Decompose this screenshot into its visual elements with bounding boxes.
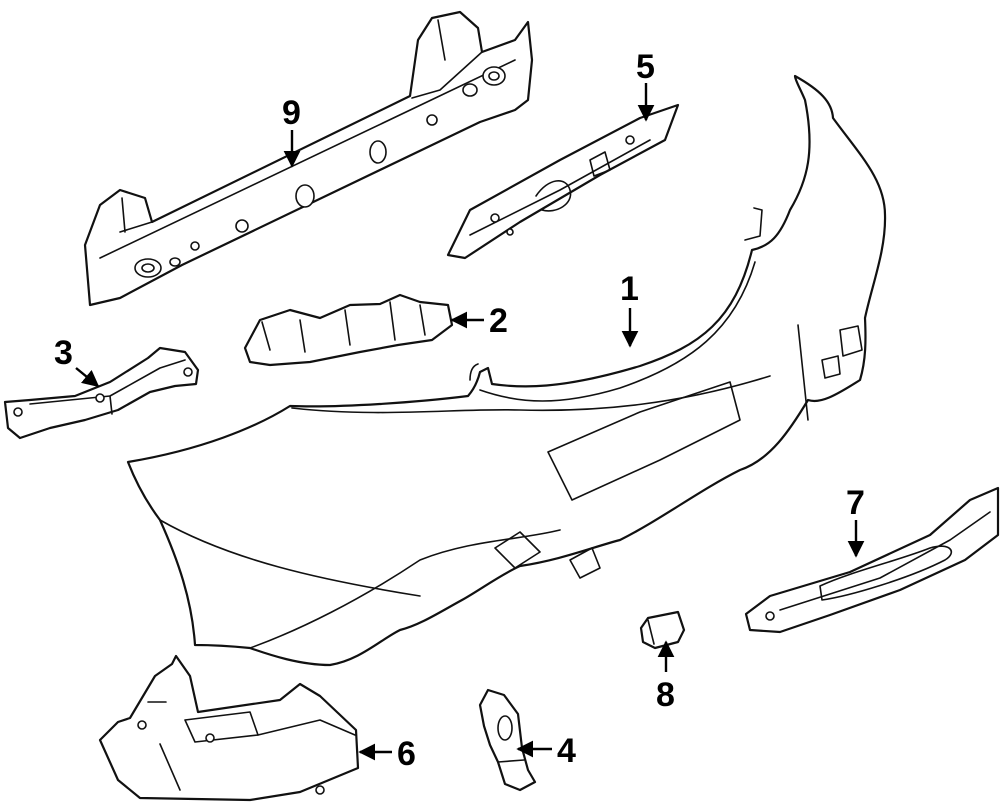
lower-molding-part-7 [744,486,1000,634]
bumper-cover-part [126,74,887,667]
leader-arrow-3 [75,367,100,388]
reinforcement-bar-part [83,10,534,307]
side-bracket-part-5 [446,103,680,260]
small-bracket-part-4 [478,688,537,792]
callout-6: 6 [397,735,416,773]
left-bracket-part-3 [3,346,200,440]
callout-1: 1 [620,270,639,308]
callout-5: 5 [636,48,655,86]
center-bracket-part-2 [243,293,454,367]
callout-9: 9 [282,94,301,132]
callout-7: 7 [846,484,865,522]
callout-2: 2 [489,302,508,340]
callout-8: 8 [656,676,675,714]
under-panel-part-6 [98,654,360,802]
callout-3: 3 [54,334,73,372]
small-cap-part-8 [639,610,686,650]
callout-4: 4 [557,732,576,770]
